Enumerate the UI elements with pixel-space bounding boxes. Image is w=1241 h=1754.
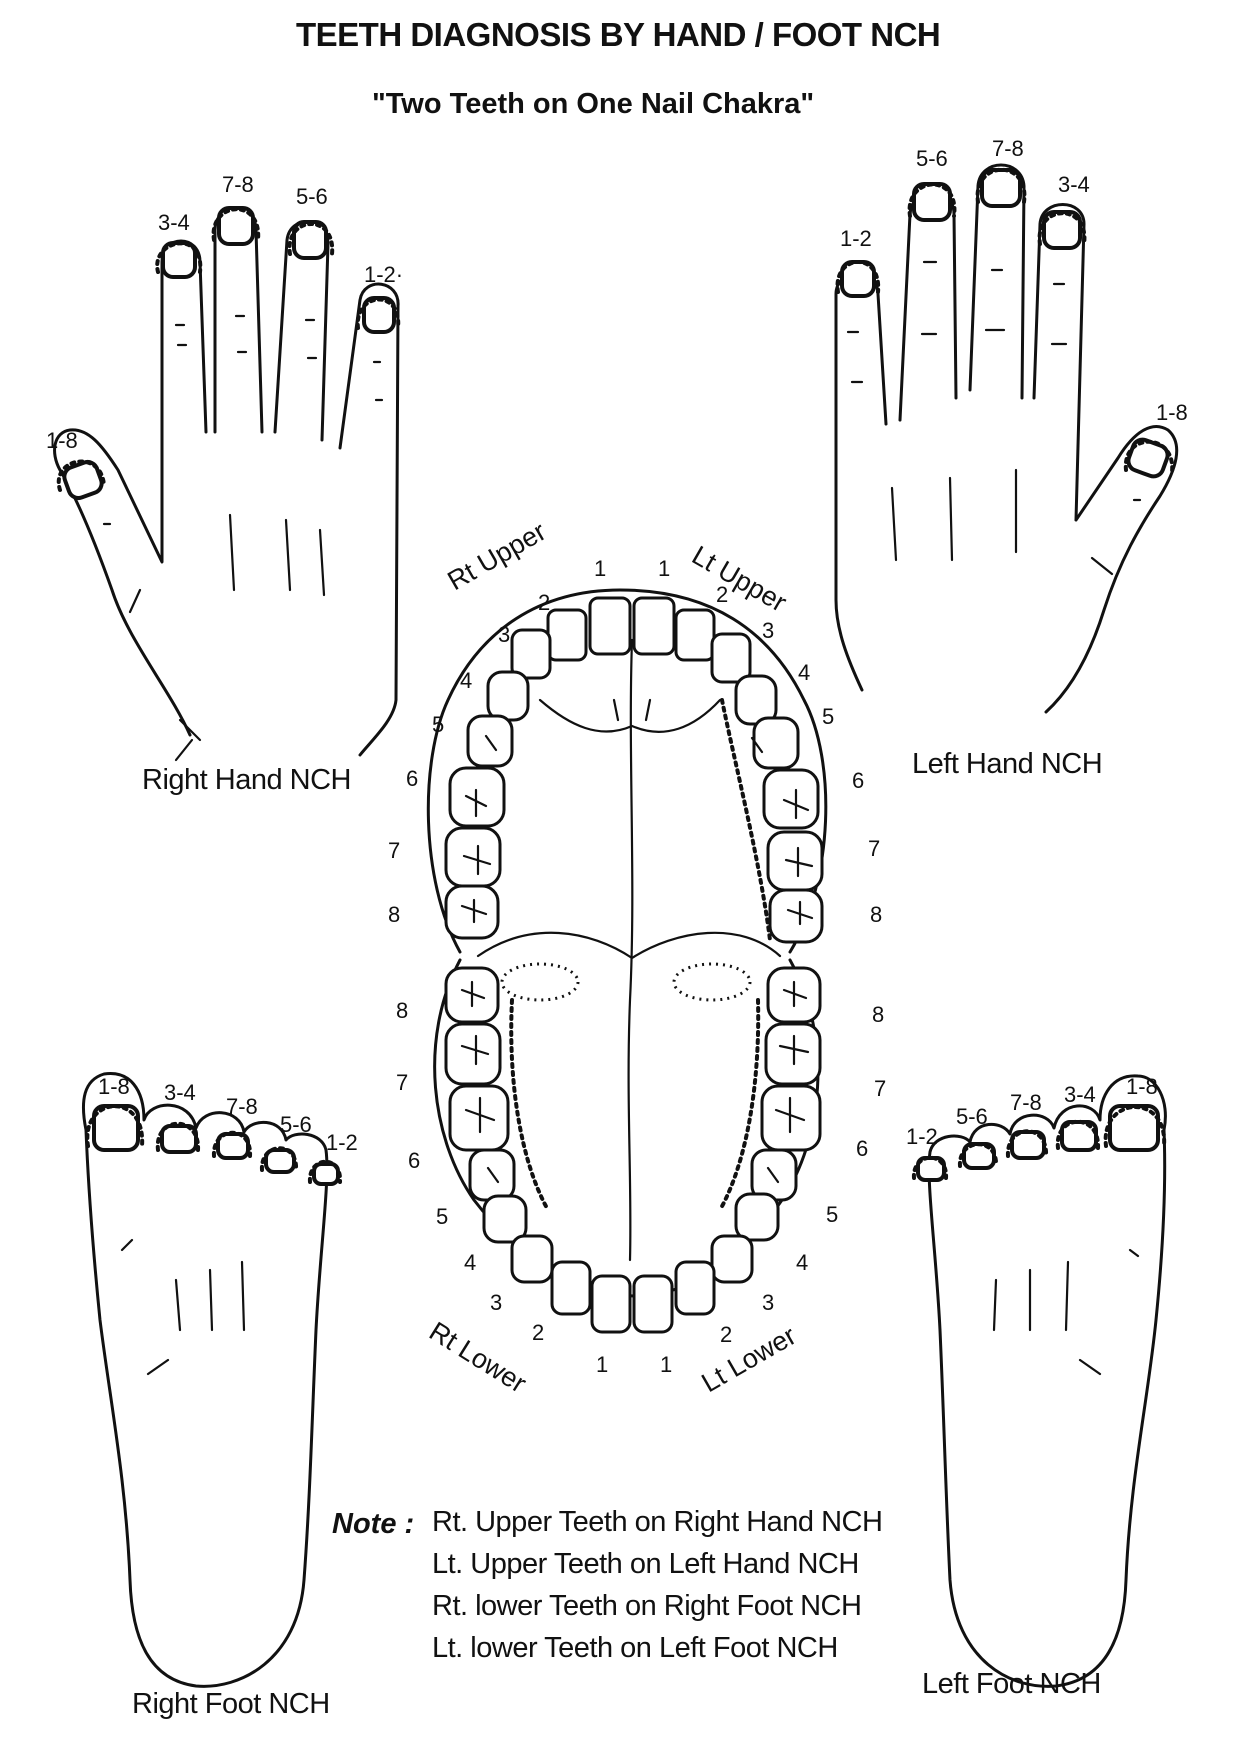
left-gland-dots [500, 962, 580, 1002]
note-line-3: Rt. lower Teeth on Right Foot NCH [432, 1590, 862, 1622]
tooth-number-lower-lt-2: 2 [720, 1322, 733, 1347]
tooth-number-lower-lt-6: 6 [856, 1136, 869, 1161]
inner-dotted-upper-right [720, 698, 772, 942]
tooth-number-upper-rt-3: 3 [498, 622, 511, 647]
left-foot-label-big-toe: 1-8 [1126, 1074, 1158, 1099]
tooth-number-lower-rt-8: 8 [396, 998, 409, 1023]
tooth-number-upper-rt-4: 4 [460, 668, 473, 693]
note-line-4: Lt. lower Teeth on Left Foot NCH [432, 1632, 838, 1664]
right-hand-label-ring: 5-6 [296, 184, 328, 209]
tooth-number-lower-rt-1: 1 [596, 1352, 609, 1377]
mouth-chart [426, 588, 828, 1334]
right-hand-palm-lines [128, 513, 326, 614]
right-foot-label-little-toe: 1-2 [326, 1130, 358, 1155]
right-foot-drawing [82, 1072, 343, 1688]
right-hand-label-index: 3-4 [158, 210, 190, 235]
tooth-number-lower-lt-4: 4 [796, 1250, 809, 1275]
tooth-number-upper-lt-5: 5 [822, 704, 835, 729]
left-hand-outline [834, 163, 1179, 714]
right-hand-knuckle-marks [102, 314, 384, 526]
tooth-number-upper-rt-1: 1 [594, 556, 607, 581]
tooth-number-lower-lt-3: 3 [762, 1290, 775, 1315]
left-foot-nails [911, 1104, 1167, 1182]
inner-dotted-right [718, 998, 761, 1212]
right-gland-dots [672, 962, 752, 1002]
left-foot-label-toe-4: 5-6 [956, 1104, 988, 1129]
tooth-number-upper-lt-4: 4 [798, 660, 811, 685]
note-line-2: Lt. Upper Teeth on Left Hand NCH [432, 1548, 859, 1580]
right-hand-nails [56, 206, 401, 501]
right-foot-label-toe-4: 5-6 [280, 1112, 312, 1137]
left-foot-drawing [911, 1074, 1167, 1688]
tooth-number-lower-lt-8: 8 [872, 1002, 885, 1027]
tooth-number-upper-rt-6: 6 [406, 766, 419, 791]
left-foot-outline [927, 1074, 1167, 1688]
tooth-number-upper-rt-5: 5 [432, 712, 445, 737]
right-foot-outline [82, 1072, 329, 1688]
right-hand-label-middle: 7-8 [222, 172, 254, 197]
tooth-number-upper-lt-3: 3 [762, 618, 775, 643]
right-foot-label-toe-3: 7-8 [226, 1094, 258, 1119]
tooth-number-upper-lt-7: 7 [868, 836, 881, 861]
tooth-number-lower-rt-4: 4 [464, 1250, 477, 1275]
left-hand-label-ring: 5-6 [916, 146, 948, 171]
left-hand-caption: Left Hand NCH [912, 748, 1103, 780]
note-line-1: Rt. Upper Teeth on Right Hand NCH [432, 1506, 883, 1538]
tooth-number-lower-rt-3: 3 [490, 1290, 503, 1315]
tooth-number-upper-rt-2: 2 [538, 590, 551, 615]
left-foot-label-little-toe: 1-2 [906, 1124, 938, 1149]
left-hand-label-index: 3-4 [1058, 172, 1090, 197]
upper-teeth [444, 596, 824, 944]
right-foot-nails [85, 1104, 343, 1186]
right-hand-label-little: 1-2· [364, 262, 404, 287]
tooth-number-upper-lt-1: 1 [658, 556, 671, 581]
tooth-number-lower-rt-7: 7 [396, 1070, 409, 1095]
left-hand-label-middle: 7-8 [992, 136, 1024, 161]
tooth-number-lower-rt-6: 6 [408, 1148, 421, 1173]
left-foot-label-toe-3: 7-8 [1010, 1090, 1042, 1115]
right-hand-outline [53, 207, 400, 757]
left-foot-lines [992, 1248, 1140, 1376]
left-foot-caption: Left Foot NCH [922, 1668, 1101, 1700]
tooth-number-upper-lt-2: 2 [716, 582, 729, 607]
right-foot-caption: Right Foot NCH [132, 1688, 330, 1720]
page-subtitle: "Two Teeth on One Nail Chakra" [372, 88, 815, 120]
inner-dotted-left [509, 998, 550, 1212]
tooth-number-lower-lt-5: 5 [826, 1202, 839, 1227]
tooth-number-upper-lt-6: 6 [852, 768, 865, 793]
right-hand-caption: Right Hand NCH [142, 764, 351, 796]
palate-lines [476, 698, 782, 960]
tooth-number-lower-lt-1: 1 [660, 1352, 673, 1377]
left-hand-palm-lines [890, 468, 1114, 576]
left-foot-label-toe-2: 3-4 [1064, 1082, 1096, 1107]
tooth-number-lower-lt-7: 7 [874, 1076, 887, 1101]
upper-arch-outline [426, 588, 828, 954]
left-hand-knuckle-marks [846, 260, 1142, 502]
left-hand-label-little: 1-2 [840, 226, 872, 251]
right-hand-wrist [174, 718, 202, 762]
page-title: TEETH DIAGNOSIS BY HAND / FOOT NCH [296, 16, 941, 53]
right-hand-drawing [53, 206, 401, 762]
right-hand-label-thumb: 1-8 [46, 428, 78, 453]
right-foot-lines [120, 1238, 246, 1376]
tooth-number-upper-rt-8: 8 [388, 902, 401, 927]
molar-cusp-marks [460, 734, 814, 1184]
left-hand-nails [835, 167, 1175, 479]
right-foot-label-big-toe: 1-8 [98, 1074, 130, 1099]
left-hand-drawing [834, 163, 1179, 714]
lower-teeth [444, 966, 822, 1334]
tooth-number-lower-rt-2: 2 [532, 1320, 545, 1345]
note-heading: Note : [332, 1508, 415, 1540]
tooth-number-upper-rt-7: 7 [388, 838, 401, 863]
tooth-number-upper-lt-8: 8 [870, 902, 883, 927]
mouth-midline [627, 638, 634, 1262]
tooth-number-lower-rt-5: 5 [436, 1204, 449, 1229]
left-hand-label-thumb: 1-8 [1156, 400, 1188, 425]
right-foot-label-toe-2: 3-4 [164, 1080, 196, 1105]
